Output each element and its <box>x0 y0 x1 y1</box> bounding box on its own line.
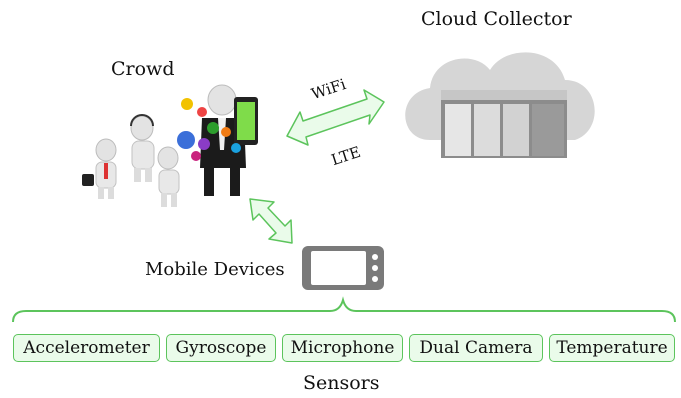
sensor-group-brace <box>12 296 676 323</box>
person-with-briefcase-icon <box>82 138 117 199</box>
crowd-illustration <box>82 84 258 207</box>
device-link-arrow-icon <box>249 198 293 244</box>
crowd-label: Crowd <box>111 58 175 80</box>
sensor-gyroscope: Gyroscope <box>166 334 276 362</box>
sensor-list: Accelerometer Gyroscope Microphone Dual … <box>13 334 675 362</box>
mobile-device-icon <box>302 246 384 290</box>
person-thinking-icon <box>157 146 180 207</box>
cloud-collector-icon <box>405 52 595 158</box>
person-with-smartphone-icon <box>200 84 258 196</box>
sensors-label: Sensors <box>303 372 380 394</box>
social-media-icons <box>177 98 241 161</box>
sensor-dual-camera: Dual Camera <box>409 334 543 362</box>
sensor-accelerometer: Accelerometer <box>13 334 160 362</box>
mobile-devices-label: Mobile Devices <box>145 259 285 280</box>
sensor-temperature: Temperature <box>549 334 675 362</box>
person-with-headset-icon <box>130 114 155 182</box>
sensor-microphone: Microphone <box>282 334 403 362</box>
cloud-collector-label: Cloud Collector <box>421 8 572 30</box>
wireless-link-arrow-icon <box>286 89 385 146</box>
